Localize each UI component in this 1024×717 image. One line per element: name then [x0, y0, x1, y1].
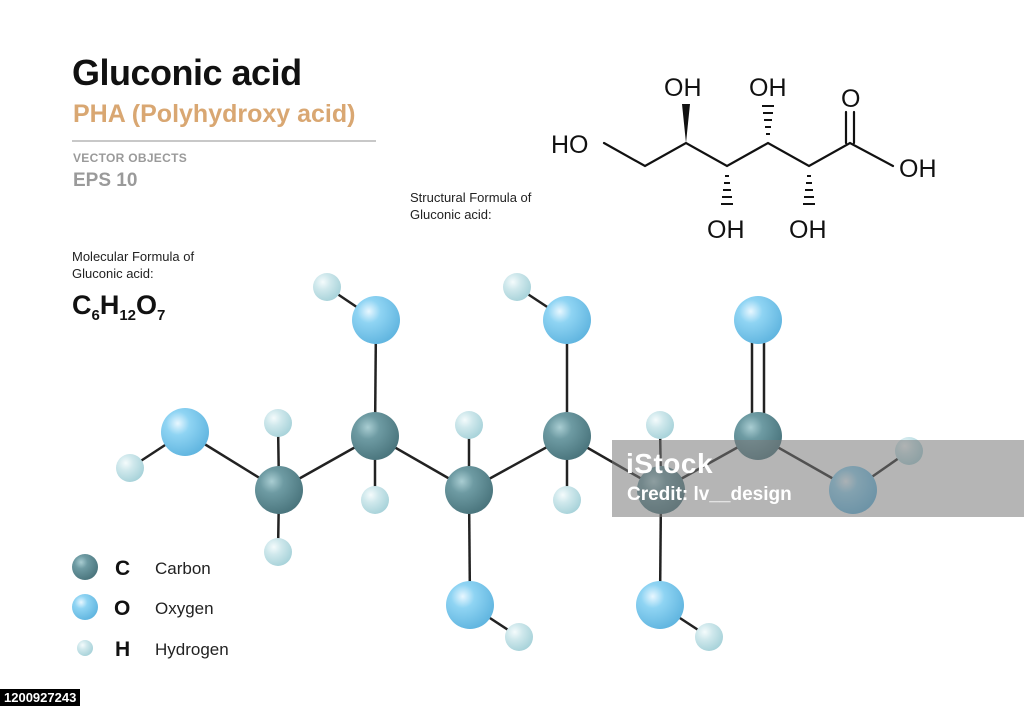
molecular-formula-caption: Molecular Formula of Gluconic acid: [72, 248, 194, 282]
legend-letter: O [114, 597, 130, 620]
caption-line: Molecular Formula of [72, 249, 195, 264]
legend-letter: C [115, 557, 130, 580]
molecular-formula: C6H12O7 [72, 290, 165, 324]
watermark-banner [612, 440, 1024, 517]
formula-count: 6 [91, 307, 100, 324]
structural-formula-caption: Structural Formula of Gluconic acid: [410, 189, 531, 223]
oxygen-atom [161, 408, 209, 456]
watermark-logo: iStock [626, 448, 714, 479]
image-id-badge: 1200927243 [0, 689, 81, 706]
watermark-credit: Credit: lv__design [627, 484, 792, 505]
formula-count: 7 [157, 307, 166, 324]
carbon-atom [255, 466, 303, 514]
hydrogen-atom [361, 486, 389, 514]
carbon-atom [543, 412, 591, 460]
formula-element: H [99, 290, 120, 320]
legend: C Carbon O Oxygen H Hydrogen [72, 554, 229, 661]
hydrogen-atom [505, 623, 533, 651]
oxygen-atom [543, 296, 591, 344]
caption-line: Gluconic acid: [72, 266, 154, 281]
hydrogen-atom [116, 454, 144, 482]
oxygen-atom [352, 296, 400, 344]
hydrogen-atom [503, 273, 531, 301]
legend-letter: H [115, 638, 130, 661]
hydrogen-atom [646, 411, 674, 439]
eps-label: EPS 10 [73, 170, 138, 191]
atoms [116, 273, 923, 651]
legend-carbon-swatch [72, 554, 98, 580]
hydrogen-atom [264, 538, 292, 566]
oxygen-atom [446, 581, 494, 629]
hydrogen-atom [553, 486, 581, 514]
hydrogen-atom [455, 411, 483, 439]
subtitle: PHA (Polyhydroxy acid) [73, 100, 356, 128]
hydrogen-atom [313, 273, 341, 301]
legend-name: Hydrogen [155, 640, 229, 659]
legend-name: Oxygen [155, 599, 214, 618]
page-title: Gluconic acid [72, 52, 302, 93]
formula-element: O [136, 290, 158, 320]
caption-line: Gluconic acid: [410, 207, 492, 222]
hydrogen-atom [264, 409, 292, 437]
legend-oxygen-swatch [72, 594, 98, 620]
divider [72, 140, 376, 142]
legend-hydrogen-swatch [77, 640, 93, 656]
oxygen-atom [636, 581, 684, 629]
formula-count: 12 [119, 307, 137, 324]
carbon-atom [351, 412, 399, 460]
hydrogen-atom [695, 623, 723, 651]
oxygen-atom [734, 296, 782, 344]
caption-line: Structural Formula of [410, 190, 532, 205]
legend-name: Carbon [155, 559, 211, 578]
formula-element: C [72, 290, 92, 320]
vector-objects-label: VECTOR OBJECTS [73, 151, 187, 165]
carbon-atom [445, 466, 493, 514]
